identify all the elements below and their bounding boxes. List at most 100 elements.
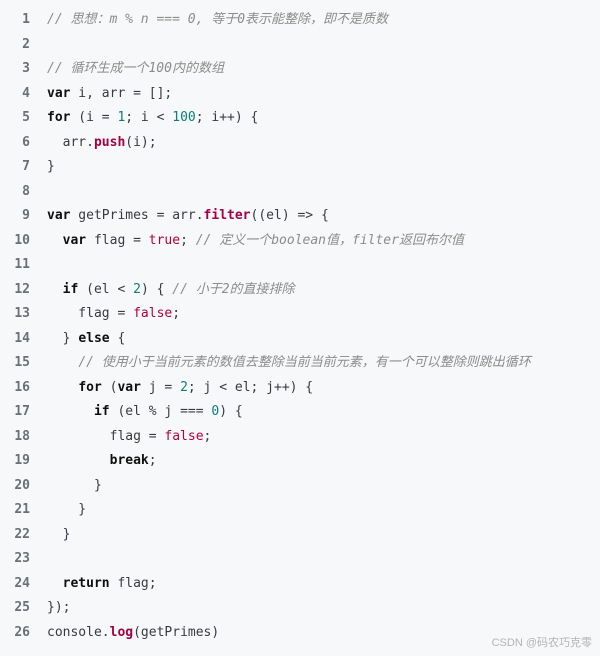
code-text: if (el % j === 0) { (47, 400, 243, 425)
code-token-plain: (getPrimes) (133, 624, 220, 640)
code-token-fn: log (109, 624, 134, 640)
code-token-plain: } (47, 159, 55, 174)
code-line: 26 console.log(getPrimes) (0, 621, 600, 646)
code-token-plain (47, 282, 63, 297)
code-token-plain (47, 233, 63, 248)
code-text: // 使用小于当前元素的数值去整除当前当前元素，有一个可以整除则跳出循环 (47, 351, 531, 376)
code-token-plain: } (47, 502, 87, 517)
code-line: 17 if (el % j === 0) { (0, 400, 600, 425)
code-line: 16 for (var j = 2; j < el; j++) { (0, 376, 600, 401)
code-token-num: 1 (117, 110, 126, 125)
code-line: 23 (0, 547, 600, 572)
code-text: if (el < 2) { // 小于2的直接排除 (47, 278, 295, 303)
code-text: flag = false; (47, 302, 180, 327)
code-token-plain: ; i < (125, 110, 173, 125)
code-token-kw: if (93, 404, 110, 419)
code-token-val: false (164, 428, 204, 444)
code-token-plain: j = (140, 379, 181, 395)
line-number: 15 (14, 355, 30, 370)
code-token-plain: (i = (70, 110, 118, 125)
code-token-num: 2 (133, 281, 141, 297)
code-token-plain: flag; (109, 575, 157, 591)
code-line: 12 if (el < 2) { // 小于2的直接排除 (0, 278, 600, 303)
code-text: // 循环生成一个100内的数组 (47, 57, 224, 82)
code-line: 18 flag = false; (0, 425, 600, 450)
line-number: 2 (22, 36, 30, 52)
code-token-plain: ; (203, 428, 212, 444)
csdn-watermark: CSDN @码农巧克零 (491, 637, 592, 649)
line-number: 5 (22, 110, 30, 125)
code-text: } (47, 523, 71, 548)
line-number: 16 (14, 379, 30, 395)
code-token-kw: var (47, 208, 71, 223)
code-line: 22 } (0, 523, 600, 548)
code-text: arr.push(i); (47, 131, 157, 156)
code-token-plain: i, arr = []; (70, 85, 173, 101)
code-token-plain: arr. (47, 134, 94, 150)
code-token-plain: (i); (125, 134, 157, 150)
code-token-fn: filter (203, 208, 251, 223)
code-token-kw: return (62, 575, 110, 591)
code-line: 8 (0, 180, 600, 205)
code-line: 25}); (0, 596, 600, 621)
code-token-plain: ) { (219, 404, 243, 419)
code-token-plain: { (109, 330, 126, 346)
code-line: 24 return flag; (0, 572, 600, 597)
code-token-kw: for (78, 379, 102, 395)
line-number: 25 (14, 600, 30, 615)
line-number: 13 (14, 306, 30, 321)
line-number: 26 (14, 624, 30, 640)
code-token-cmt: // 定义一个boolean值，filter返回布尔值 (195, 232, 464, 248)
line-number: 1 (22, 12, 30, 27)
code-token-plain (47, 355, 78, 370)
line-number: 14 (14, 330, 30, 346)
code-token-kw: var (62, 232, 87, 248)
code-token-plain: console. (47, 624, 110, 640)
code-text: var getPrimes = arr.filter((el) => { (47, 204, 329, 229)
code-token-kw: var (117, 379, 141, 395)
code-token-fn: push (93, 134, 126, 150)
code-token-plain: ; i++) { (195, 110, 259, 125)
code-token-cmt: // 使用小于当前元素的数值去整除当前当前元素，有一个可以整除则跳出循环 (78, 355, 531, 370)
code-text: for (var j = 2; j < el; j++) { (47, 376, 313, 401)
code-token-plain: (el < (78, 281, 134, 297)
code-line: 20 } (0, 474, 600, 499)
code-line: 6 arr.push(i); (0, 131, 600, 156)
code-text: } (47, 498, 86, 523)
line-number: 10 (14, 232, 30, 248)
line-number: 20 (14, 477, 30, 493)
code-text: var flag = true; // 定义一个boolean值，filter返… (47, 229, 464, 254)
code-line: 5 for (i = 1; i < 100; i++) { (0, 106, 600, 131)
line-number: 19 (14, 453, 30, 468)
code-text: } (47, 474, 102, 499)
code-token-plain: } (47, 477, 102, 493)
code-token-plain: ; (180, 232, 196, 248)
code-token-plain: getPrimes = arr. (70, 208, 204, 223)
code-text: // 思想：m % n === 0, 等于0表示能整除，即不是质数 (47, 8, 388, 33)
code-token-plain (47, 453, 110, 468)
code-token-plain (47, 380, 78, 395)
code-token-kw: if (62, 281, 79, 297)
line-number: 8 (22, 183, 30, 199)
line-number: 3 (22, 61, 30, 76)
code-text: break; (47, 449, 157, 474)
code-token-plain: ; (148, 453, 157, 468)
line-number: 22 (14, 526, 30, 542)
code-line: 2 (0, 33, 600, 58)
code-token-cmt: // 思想：m % n === 0, 等于0表示能整除，即不是质数 (47, 12, 389, 27)
code-token-num: 100 (172, 110, 196, 125)
code-text: flag = false; (47, 425, 212, 450)
code-line: 7} (0, 155, 600, 180)
code-token-cmt: // 小于2的直接排除 (172, 281, 295, 297)
code-text: console.log(getPrimes) (47, 621, 219, 646)
code-token-kw: for (47, 110, 71, 125)
code-token-num: 0 (211, 404, 220, 419)
code-text: } else { (47, 327, 126, 352)
code-line: 3 // 循环生成一个100内的数组 (0, 57, 600, 82)
code-token-plain: (el % j === (109, 404, 212, 419)
code-token-plain (47, 576, 63, 591)
code-line: 21 } (0, 498, 600, 523)
code-line: 13 flag = false; (0, 302, 600, 327)
code-token-kw: break (109, 453, 149, 468)
